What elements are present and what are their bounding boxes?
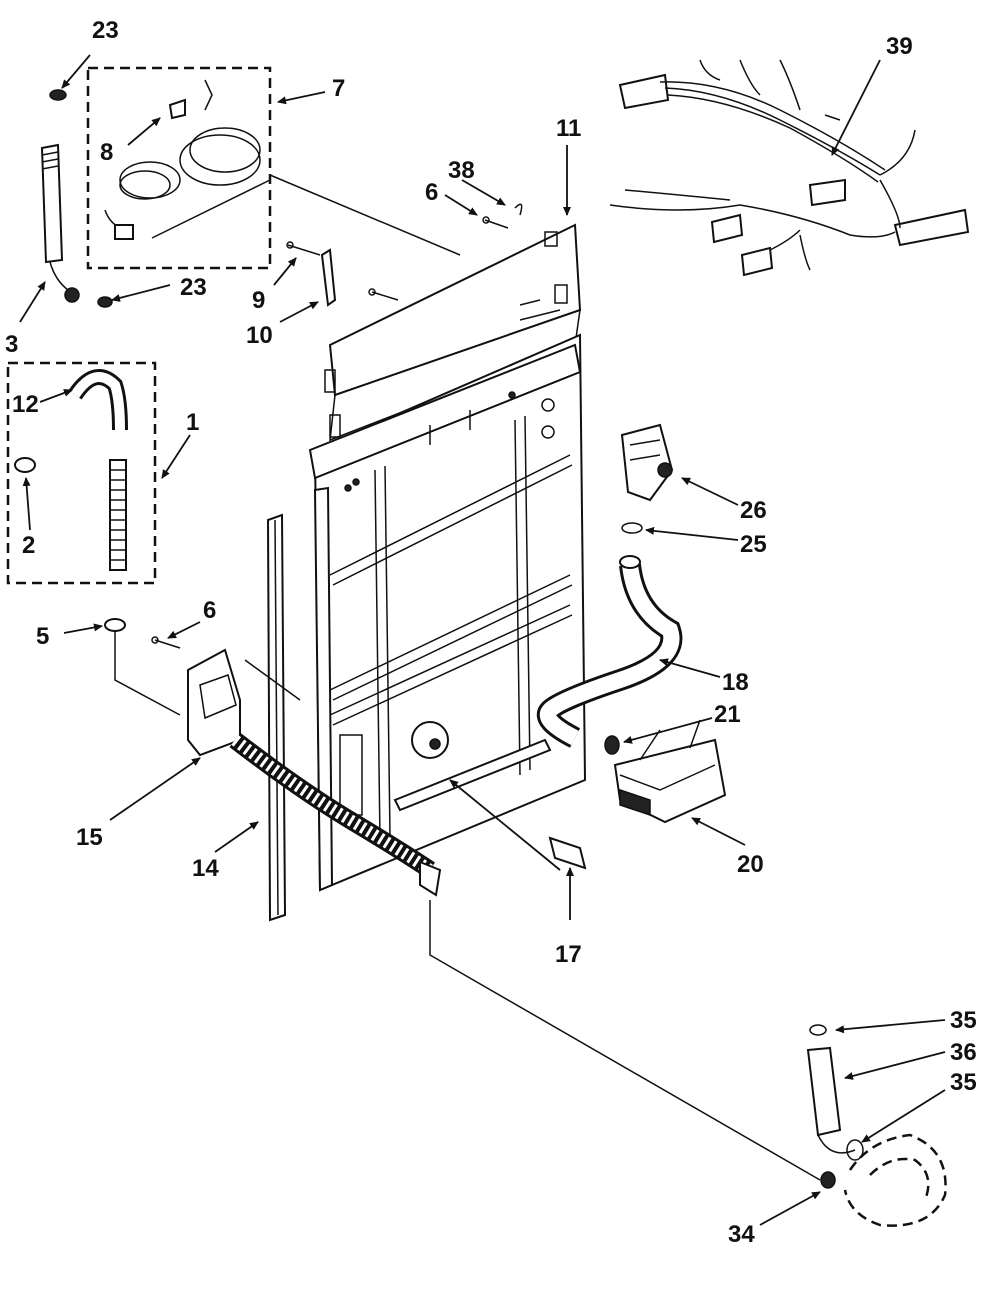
- callout-17: 17: [555, 941, 582, 968]
- washer-23-bottom: [97, 296, 113, 308]
- part-17: [548, 836, 587, 870]
- callout-18: 18: [722, 669, 749, 696]
- side-strip: [266, 513, 287, 922]
- leader-lines: [19, 54, 946, 1226]
- callout-25: 25: [740, 531, 767, 558]
- callout-6-bottom: 6: [203, 597, 216, 624]
- callout-3: 3: [5, 331, 18, 358]
- callout-2: 2: [22, 532, 35, 559]
- washer-5: [104, 618, 126, 632]
- callout-21: 21: [714, 701, 741, 728]
- callout-34: 34: [728, 1221, 755, 1248]
- kit-box-7: [86, 66, 272, 270]
- hose-18: [536, 555, 683, 748]
- callout-23-bottom: 23: [180, 274, 207, 301]
- callout-6-top: 6: [425, 179, 438, 206]
- callout-14: 14: [192, 855, 219, 882]
- callout-10: 10: [246, 322, 273, 349]
- callout-7: 7: [332, 75, 345, 102]
- callout-labels: 23 7 8 23 3 9 10 38 6 11 39 12 1 2 5 6 1…: [5, 17, 977, 1248]
- washer-23-top: [49, 89, 67, 101]
- callout-11: 11: [556, 115, 581, 142]
- callout-12: 12: [12, 391, 39, 418]
- screws: [151, 203, 523, 649]
- switch-20: [613, 719, 727, 824]
- callout-5: 5: [36, 623, 49, 650]
- callout-1: 1: [186, 409, 199, 436]
- callout-20: 20: [737, 851, 764, 878]
- callout-26: 26: [740, 497, 767, 524]
- callout-39: 39: [886, 33, 913, 60]
- valve-26: [620, 423, 674, 534]
- callout-35-bottom: 35: [950, 1069, 977, 1096]
- callout-8: 8: [100, 139, 113, 166]
- inlet-fitting: [40, 143, 80, 303]
- clamp-21: [604, 735, 620, 755]
- callout-38: 38: [448, 157, 475, 184]
- callout-15: 15: [76, 824, 103, 851]
- drain-hose: [187, 648, 442, 897]
- callout-35-top: 35: [950, 1007, 977, 1034]
- reference-lines: [114, 174, 821, 1181]
- callout-23-top: 23: [92, 17, 119, 44]
- kit-box-1: [6, 361, 157, 585]
- drain-connector: [806, 1024, 947, 1227]
- power-cord: [104, 79, 261, 240]
- inlet-hose: [14, 369, 128, 571]
- callout-9: 9: [252, 287, 265, 314]
- wire-harness: [609, 59, 970, 277]
- pump-ball: [393, 721, 552, 812]
- callout-36: 36: [950, 1039, 977, 1066]
